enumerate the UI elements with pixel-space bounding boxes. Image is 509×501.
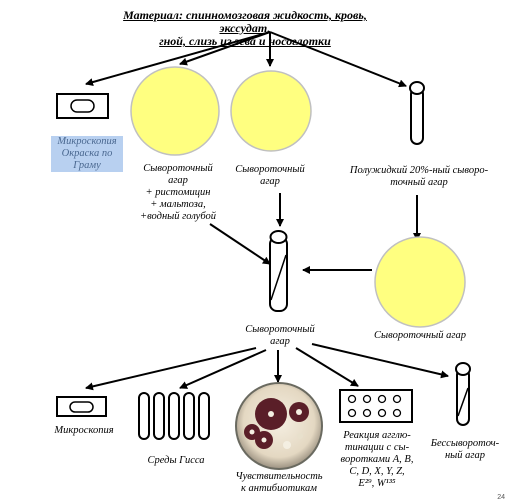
label-serum-free-agar: Бессывороточ- ный агар: [430, 438, 500, 461]
bottom-arrows: [85, 343, 449, 391]
label-microscopy-gram: Микроскопия Окраска по Граму: [51, 136, 123, 172]
label-agglutination: Реакция агглю- тинации с сы- воротками A…: [340, 430, 414, 489]
test-tube-center: [269, 230, 288, 312]
diagram-title: Материал: спинномозговая жидкость, кровь…: [100, 9, 390, 48]
arrow-ristomycin-to-tube: [209, 223, 271, 265]
label-serum-agar-top: Сывороточный агар: [235, 164, 305, 187]
agglutination-plate-icon: [339, 389, 413, 423]
slide-icon-bottom: [56, 396, 107, 417]
test-tube-semi-liquid: [409, 81, 425, 145]
petri-dish-serum-agar: [230, 70, 312, 152]
label-hiss-media: Среды Гисса: [147, 455, 205, 466]
page-number: 24: [497, 494, 505, 501]
label-antibiotic-sensitivity: Чувствительность к антибиотикам: [235, 471, 323, 494]
title-line-1: Материал: спинномозговая жидкость, кровь…: [123, 8, 367, 35]
label-serum-agar-center: Сывороточный агар: [245, 324, 315, 347]
label-serum-agar-ristomycin: Сывороточный агар + ристомицин + мальтоз…: [140, 163, 216, 222]
antibiotic-disc-dish: [232, 382, 326, 470]
label-serum-agar-right: Сывороточный агар: [374, 330, 466, 341]
label-microscopy: Микроскопия: [54, 425, 114, 436]
petri-dish-serum-agar-right: [374, 236, 466, 328]
petri-dish-serum-ristomycin: [130, 66, 220, 156]
test-tube-serum-free: [455, 362, 471, 426]
title-line-2: гной, слизь из зева и носоглотки: [159, 34, 331, 48]
hiss-tubes-icon: [138, 392, 210, 440]
label-semi-liquid-agar: Полужидкий 20%-ный сыворо- точный агар: [349, 165, 489, 188]
slide-icon: [56, 93, 109, 119]
top-arrows: [85, 31, 407, 88]
